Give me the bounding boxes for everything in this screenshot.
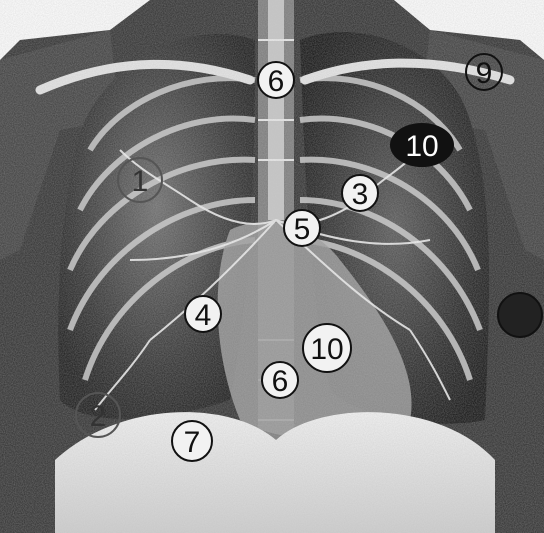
marker-4-label: 4: [195, 299, 212, 332]
marker-10-top: 10: [390, 123, 454, 167]
marker-6-top: 6: [258, 62, 294, 98]
marker-5-label: 5: [294, 213, 311, 246]
marker-3-label: 3: [352, 178, 369, 211]
marker-5: 5: [284, 210, 320, 246]
marker-7-label: 7: [184, 426, 201, 459]
marker-6-mid-label: 6: [272, 365, 289, 398]
marker-6-mid: 6: [262, 362, 298, 398]
marker-6-top-label: 6: [268, 65, 285, 98]
marker-10-mid: 10: [303, 324, 351, 372]
marker-3: 3: [342, 175, 378, 211]
marker-2-label: 2: [90, 400, 107, 433]
marker-4: 4: [185, 296, 221, 332]
marker-8-partial: [498, 293, 542, 337]
marker-10-mid-label: 10: [310, 333, 343, 366]
marker-9-label: 9: [476, 57, 493, 90]
marker-10-top-label: 10: [405, 130, 438, 163]
marker-1-label: 1: [132, 165, 149, 198]
marker-7: 7: [172, 421, 212, 461]
